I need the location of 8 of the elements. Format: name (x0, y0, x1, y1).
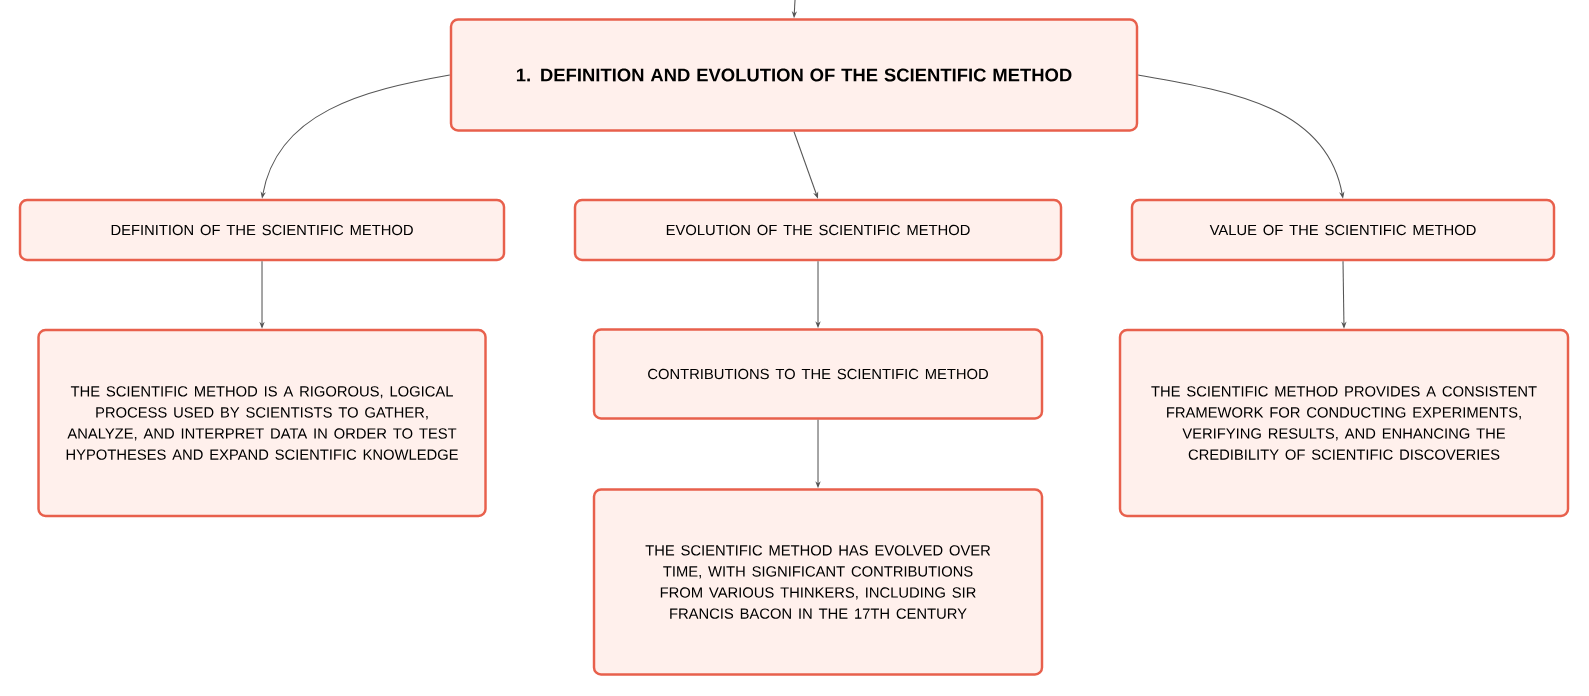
topic-box: EVOLUTION OF THE SCIENTIFIC METHOD (573, 198, 1063, 262)
topic-box: VALUE OF THE SCIENTIFIC METHOD (1130, 198, 1556, 262)
topic-box: CONTRIBUTIONS TO THE SCIENTIFIC METHOD (592, 328, 1044, 420)
topic-box: DEFINITION OF THE SCIENTIFIC METHOD (18, 198, 506, 262)
description-box: THE SCIENTIFIC METHOD IS A RIGOROUS, LOGICAL PROCESS USED BY SCIENTISTS TO GATHER, ANALYZE, AND INTERPRET DATA IN ORDER TO TEST HYPOTHESES AND EXPAND SCIENTIFIC KNOWLEDGE (37, 328, 487, 518)
title-box: 1. DEFINITION AND EVOLUTION OF THE SCIENTIFIC METHOD (449, 18, 1139, 132)
description-box: THE SCIENTIFIC METHOD PROVIDES A CONSISTENT FRAMEWORK FOR CONDUCTING EXPERIMENTS, VERIFYING RESULTS, AND ENHANCING THE CREDIBILITY OF SCIENTIFIC DISCOVERIES (1118, 328, 1570, 518)
description-box: THE SCIENTIFIC METHOD HAS EVOLVED OVER TIME, WITH SIGNIFICANT CONTRIBUTIONS FROM VARIOUS THINKERS, INCLUDING SIR FRANCIS BACON IN THE 17TH CENTURY (592, 488, 1044, 676)
